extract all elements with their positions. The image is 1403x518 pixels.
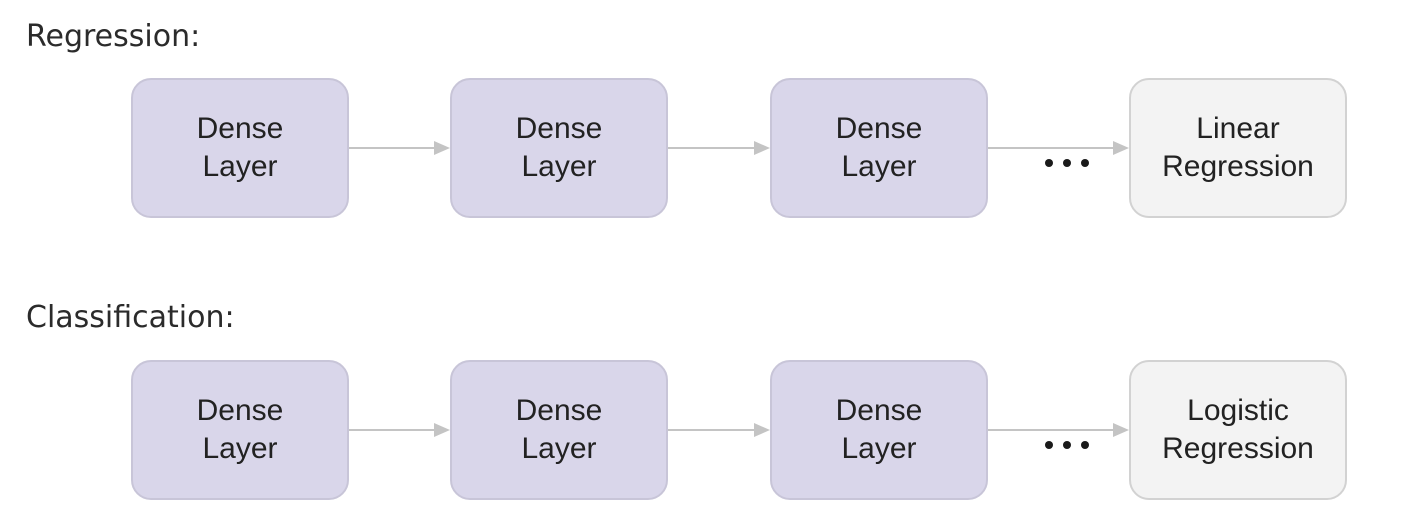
ellipsis-icon bbox=[1045, 441, 1089, 449]
block-label-line2: Regression bbox=[1162, 150, 1314, 183]
block-label-line2: Layer bbox=[521, 150, 597, 183]
block-label-line2: Regression bbox=[1162, 432, 1314, 465]
block-label-line1: Dense bbox=[515, 112, 603, 145]
block-label-line1: Dense bbox=[835, 112, 923, 145]
logistic-regression-block: Logistic Regression bbox=[1129, 360, 1347, 500]
dense-layer-block: Dense Layer bbox=[131, 360, 349, 500]
dense-layer-block: Dense Layer bbox=[450, 360, 668, 500]
arrow-connector bbox=[349, 423, 450, 437]
arrow-connector bbox=[988, 141, 1129, 155]
dense-layer-block: Dense Layer bbox=[131, 78, 349, 218]
arrow-connector bbox=[668, 423, 770, 437]
linear-regression-block: Linear Regression bbox=[1129, 78, 1347, 218]
section-title-regression: Regression: bbox=[26, 19, 201, 54]
block-label-line2: Layer bbox=[202, 432, 278, 465]
block-label-line1: Dense bbox=[196, 112, 284, 145]
section-title-classification: Classification: bbox=[26, 300, 235, 335]
block-label-line2: Layer bbox=[841, 150, 917, 183]
block-label-line2: Layer bbox=[841, 432, 917, 465]
block-label-line1: Linear bbox=[1196, 112, 1280, 145]
block-label-line1: Dense bbox=[515, 394, 603, 427]
arrow-connector bbox=[349, 141, 450, 155]
block-label-line1: Dense bbox=[835, 394, 923, 427]
arrow-connector bbox=[668, 141, 770, 155]
dense-layer-block: Dense Layer bbox=[770, 360, 988, 500]
dense-layer-block: Dense Layer bbox=[770, 78, 988, 218]
block-label-line1: Dense bbox=[196, 394, 284, 427]
ellipsis-icon bbox=[1045, 159, 1089, 167]
dense-layer-block: Dense Layer bbox=[450, 78, 668, 218]
arrow-connector bbox=[988, 423, 1129, 437]
block-label-line2: Layer bbox=[521, 432, 597, 465]
block-label-line2: Layer bbox=[202, 150, 278, 183]
block-label-line1: Logistic bbox=[1187, 394, 1289, 427]
